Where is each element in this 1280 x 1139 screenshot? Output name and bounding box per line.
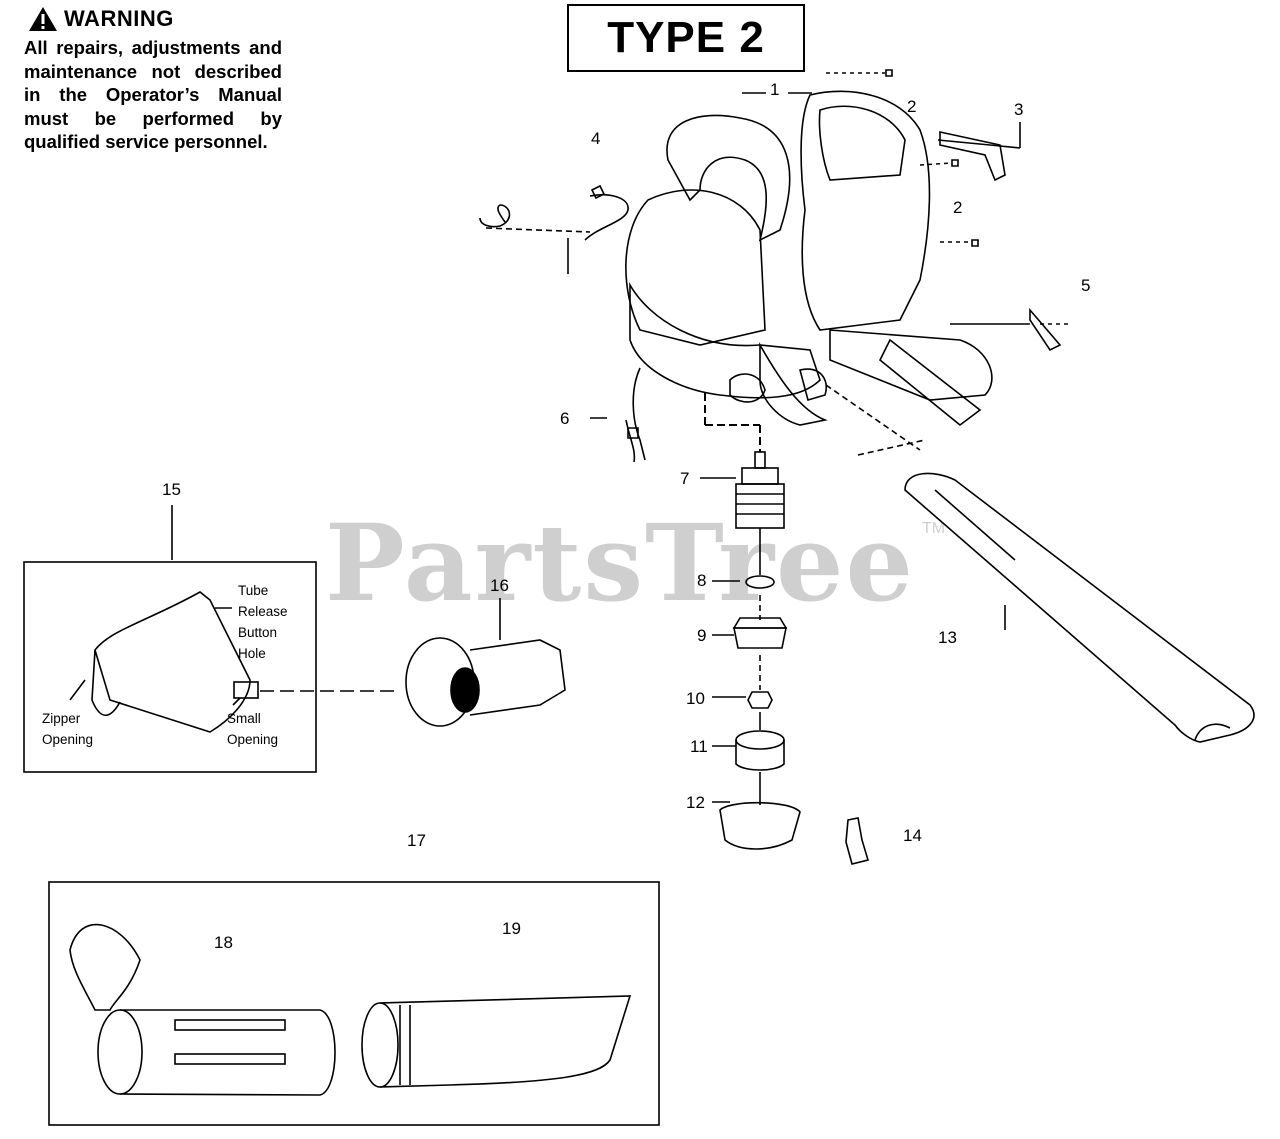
callout-12: 12 [686,793,705,812]
callout-2b: 2 [953,198,963,217]
tube-inset-box [48,881,660,1126]
callout-5: 5 [1081,276,1091,295]
warning-text: All repairs, adjustments and maintenance… [24,37,282,152]
tube-release-label: Tube Release Button Hole [238,583,288,661]
bag-inset-box [23,561,317,773]
callout-18: 18 [214,933,233,952]
callout-9: 9 [697,626,707,645]
callout-7: 7 [680,469,690,488]
callout-16: 16 [490,576,509,595]
warning-heading: WARNING [28,6,174,32]
callout-8: 8 [697,571,707,590]
watermark: PartsTree [325,500,915,625]
callout-19: 19 [502,919,521,938]
trademark-mark: TM [922,520,946,537]
callout-2a: 2 [907,97,917,116]
callout-3: 3 [1014,100,1024,119]
warning-title: WARNING [64,6,174,31]
callout-11: 11 [690,737,708,756]
type-label: TYPE 2 [567,4,805,72]
callout-15: 15 [162,480,181,499]
callout-6: 6 [560,409,570,428]
callout-13: 13 [938,628,957,647]
zipper-opening-label: Zipper Opening [42,711,94,747]
callout-14: 14 [903,826,922,845]
small-opening-label: Small Opening [227,711,279,747]
callout-10: 10 [686,689,705,708]
callout-4: 4 [591,129,601,148]
callout-1: 1 [770,80,780,99]
callout-17: 17 [407,831,426,850]
warning-triangle-icon [29,7,57,31]
